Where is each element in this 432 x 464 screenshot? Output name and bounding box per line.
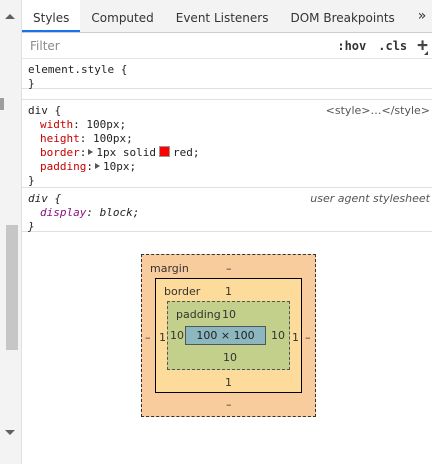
scroll-marker [0,98,4,110]
property-name[interactable]: border [40,146,80,159]
property-display: display: block; [40,206,140,219]
property-value[interactable]: 10px; [102,160,137,173]
element-style-rule: element.style { } [22,59,432,90]
div-style-rule: div { <style>…</style> width: 100px; hei… [22,99,432,188]
border-bottom-value[interactable]: 1 [225,376,232,389]
tab-event-listeners[interactable]: Event Listeners [175,11,269,25]
style-source-link[interactable]: <style>…</style> [325,104,430,117]
border-right-value[interactable]: 1 [292,331,299,344]
scroll-down-arrow-icon[interactable] [5,430,15,435]
tab-dom-breakpoints[interactable]: DOM Breakpoints [290,11,395,25]
property-height[interactable]: height: 100px; [40,132,133,145]
property-value[interactable]: 100px; [93,132,133,145]
expand-triangle-icon[interactable] [94,163,100,169]
left-scrollbar[interactable] [0,0,22,464]
scroll-up-arrow-icon[interactable] [5,14,15,19]
scrollbar-thumb[interactable] [6,225,18,350]
border-top-value[interactable]: 1 [225,285,232,298]
padding-right-value[interactable]: 10 [271,329,285,342]
tab-styles[interactable]: Styles [22,0,81,32]
margin-label: margin [150,262,189,275]
property-value-color[interactable]: red; [172,146,200,159]
hover-state-toggle-button[interactable]: :hov [337,38,367,53]
ua-stylesheet-label: user agent stylesheet [310,192,430,205]
more-tabs-chevron-icon[interactable]: » [417,8,427,24]
property-value[interactable]: 1px solid [96,146,156,159]
div-rule-selector[interactable]: div { [28,104,62,117]
property-value: block; [99,206,140,219]
padding-bottom-value[interactable]: 10 [223,351,237,364]
border-label: border [164,285,201,298]
rule-close-brace: } [28,220,35,233]
property-width[interactable]: width: 100px; [40,118,127,131]
rule-close-brace: } [28,77,35,90]
padding-label: padding [176,308,221,321]
rule-close-brace: } [28,174,35,187]
tab-computed[interactable]: Computed [91,11,154,25]
class-toggle-button[interactable]: .cls [378,38,408,53]
ua-rule-selector: div { [28,192,62,205]
box-model-padding[interactable]: padding 10 10 10 10 100 × 100 [167,301,290,370]
property-name[interactable]: padding [40,160,87,173]
styles-panel: Styles Computed Event Listeners DOM Brea… [22,0,432,464]
filter-input[interactable] [22,34,332,57]
expand-triangle-icon[interactable] [88,149,94,155]
user-agent-rule: div { user agent stylesheet display: blo… [22,188,432,233]
element-style-selector[interactable]: element.style { [28,63,128,76]
new-rule-menu-corner-icon[interactable] [424,51,428,55]
box-model-margin[interactable]: margin – – – – border 1 1 1 1 padding 10… [141,254,316,417]
padding-top-value[interactable]: 10 [222,308,236,321]
property-name[interactable]: width [40,118,74,131]
margin-right-value[interactable]: – [305,331,311,344]
property-name: display [40,206,87,219]
property-padding[interactable]: padding:10px; [40,160,137,173]
color-swatch[interactable] [158,146,170,157]
property-value[interactable]: 100px; [86,118,127,131]
sidebar-tab-strip: Styles Computed Event Listeners DOM Brea… [22,0,432,33]
box-model-content[interactable]: 100 × 100 [185,326,266,345]
property-name[interactable]: height [40,132,80,145]
margin-left-value[interactable]: – [145,331,151,344]
box-model-border[interactable]: border 1 1 1 1 padding 10 10 10 10 100 ×… [155,278,302,393]
style-rules-list: element.style { } div { <style>…</style>… [22,59,432,233]
new-style-rule-plus-icon[interactable]: + [417,34,428,56]
margin-bottom-value[interactable]: – [226,398,232,411]
margin-top-value[interactable]: – [226,262,232,275]
filter-toolbar: :hov .cls + [22,33,432,59]
border-left-value[interactable]: 1 [159,331,166,344]
padding-left-value[interactable]: 10 [170,329,184,342]
